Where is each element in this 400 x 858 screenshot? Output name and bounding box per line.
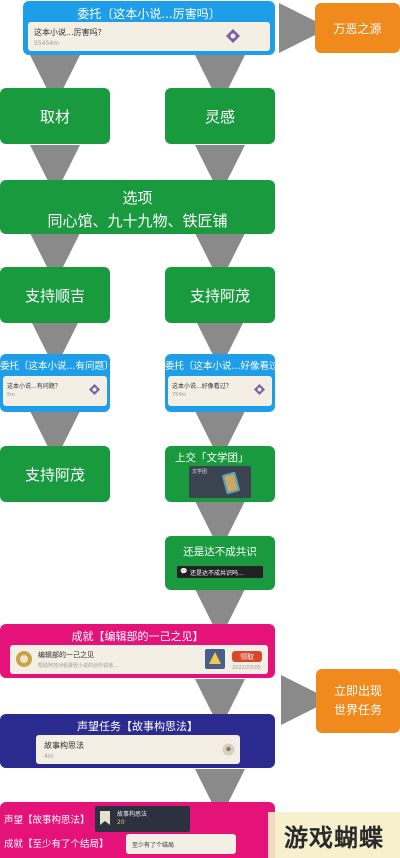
commission-top-node: 委托〔这本小说...厉害吗〕 这本小说...厉害吗？ 55454m [23,1,275,55]
no-consensus-node: 还是达不成共识 💬 还是达不成共识吗... [165,536,275,590]
commission-left-node: 委托〔这本小说...有问题〕 这本小说...有问题？ 5m [0,354,114,412]
card-title: 这本小说...好像看过？ [172,383,232,390]
item-label: 文学团 [192,469,208,475]
commission-right-title: 委托〔这本小说...好像看过〕 [165,361,289,372]
reward-icon [205,649,225,669]
world-quest-line1: 立即出现 [333,684,382,698]
reputation-card: 故事构思法 20 [95,806,190,832]
submit-title: 上交「文学团」 [175,452,249,464]
card-subtitle: 4m [44,753,54,760]
support-amao-node-1: 支持阿茂 [165,267,275,323]
commission-left-title: 委托〔这本小说...有问题〕 [0,361,114,372]
card-title: 这本小说...厉害吗？ [34,28,106,37]
achievement-date: 2022/03/05 [232,665,261,671]
commission-top-card: 这本小说...厉害吗？ 55454m [28,22,270,51]
options-title: 选项 [122,189,153,207]
card-title: 故事构思法 [44,741,84,750]
book-icon [222,471,240,495]
linggan-node: 灵感 [165,88,275,144]
bookmark-icon [100,811,110,825]
commission-right-card: 这本小说...好像看过？ 754m [168,376,272,406]
achievement-title: 成就【编辑部的一己之见】 [71,630,204,643]
location-icon [222,743,235,756]
card-subtitle: 754m [172,392,187,398]
support-shunji-node: 支持顺吉 [0,267,110,323]
reputation-quest-title: 声望任务【故事构思法】 [77,720,198,733]
commission-top-title: 委托〔这本小说...厉害吗〕 [77,7,221,21]
commission-right-node: 委托〔这本小说...好像看过〕 这本小说...好像看过？ 754m [165,354,289,412]
card-title: 至少有了个结局 [132,842,175,849]
submit-node: 上交「文学团」 文学团 [165,446,275,502]
commission-icon [254,384,265,395]
achievement-node: 成就【编辑部的一己之见】 编辑部的一己之见 帮助阿茂对稻妻轻小说的创作说道...… [0,624,275,678]
world-quest-line2: 世界任务 [333,703,382,717]
card-title: 这本小说...有问题？ [7,383,61,390]
chat-icon: 💬 [180,568,188,575]
bottom-node: 声望【故事构思法】 成就【至少有了个结局】 故事构思法 20 至少有了个结局 [0,802,275,858]
reputation-card-title: 故事构思法 [117,811,148,818]
card-subtitle: 55454m [34,40,59,47]
watermark: 游戏蝴蝶 [268,812,400,858]
achievement-card: 编辑部的一己之见 帮助阿茂对稻妻轻小说的创作说道... 领取 2022/03/0… [10,645,268,674]
no-consensus-title: 还是达不成共识 [183,546,257,558]
achievement-card-2: 至少有了个结局 [126,834,236,854]
commission-left-card: 这本小说...有问题？ 5m [3,376,107,406]
dialog-bubble: 💬 还是达不成共识吗... [177,566,263,578]
claim-button[interactable]: 领取 [232,651,262,662]
support-amao-node-2: 支持阿茂 [0,446,110,502]
dialog-text: 还是达不成共识吗... [190,570,244,577]
reputation-quest-node: 声望任务【故事构思法】 故事构思法 4m [0,714,275,768]
world-quest-node: 立即出现 世界任务 [316,669,400,733]
commission-icon [226,29,240,43]
wanezhiyuan-node: 万恶之源 [315,3,400,53]
bottom-line2: 成就【至少有了个结局】 [4,839,109,850]
options-node: 选项 同心馆、九十九物、铁匠铺 [0,180,275,234]
card-subtitle: 5m [7,392,16,398]
achievement-icon [16,651,32,667]
reputation-reward: 20 [117,819,125,826]
card-title: 编辑部的一己之见 [38,651,94,659]
card-subtitle: 帮助阿茂对稻妻轻小说的创作说道... [38,663,118,669]
item-frame: 文学团 [189,466,251,498]
options-list: 同心馆、九十九物、铁匠铺 [47,212,228,230]
commission-icon [89,384,100,395]
bottom-line1: 声望【故事构思法】 [4,815,90,826]
reputation-quest-card: 故事构思法 4m [36,735,240,764]
qucai-node: 取材 [0,88,110,144]
